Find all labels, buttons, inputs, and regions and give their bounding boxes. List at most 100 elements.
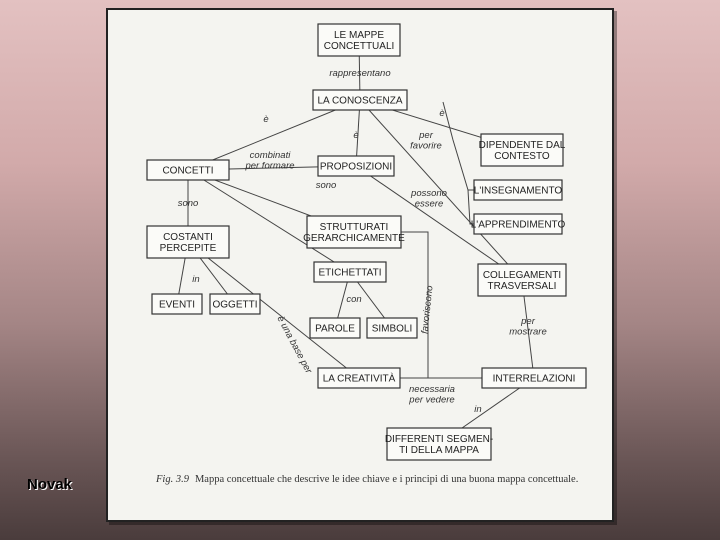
link-label-line: rappresentano xyxy=(329,68,390,79)
node-insegnamento-box xyxy=(473,179,563,201)
edge-conoscenza-concetti xyxy=(187,99,361,171)
edge-strutturati-creativita xyxy=(400,231,429,379)
link-label-line: è xyxy=(353,130,358,141)
node-concetti: CONCETTI xyxy=(146,159,230,181)
edge-apprendimento-trunk xyxy=(467,189,474,225)
node-strutturati-box xyxy=(306,215,402,249)
node-oggetti-box xyxy=(209,293,261,315)
figure-caption: Fig. 3.9 Mappa concettuale che descrive l… xyxy=(156,474,596,487)
link-label-line: per formare xyxy=(244,161,294,172)
edge-concetti-etichettati xyxy=(187,169,351,273)
link-label-e-mid: è xyxy=(353,130,358,141)
node-eventi-box xyxy=(151,293,203,315)
link-label-line: è una base per xyxy=(274,314,314,376)
node-creativita-text: LA CREATIVITÀ xyxy=(323,372,396,385)
node-mappe-text: LE MAPPE xyxy=(334,30,384,41)
link-label-line: necessaria xyxy=(409,384,455,395)
node-collegamenti-text: TRASVERSALI xyxy=(488,281,557,292)
node-simboli-text: SIMBOLI xyxy=(372,324,413,335)
node-proposizioni-text: PROPOSIZIONI xyxy=(320,162,392,173)
node-insegnamento: L'INSEGNAMENTO xyxy=(473,179,563,201)
link-label-sono-top: sono xyxy=(316,180,337,191)
node-differenti: DIFFERENTI SEGMEN-TI DELLA MAPPA xyxy=(385,427,493,461)
link-label-rappresentano: rappresentano xyxy=(329,68,390,79)
node-insegnamento-text: L'INSEGNAMENTO xyxy=(474,186,563,197)
link-label-line: è xyxy=(263,114,268,125)
node-concetti-box xyxy=(146,159,230,181)
node-costanti-text: PERCEPITE xyxy=(160,243,217,254)
edge-insegnamento-trunk xyxy=(442,101,474,191)
link-label-e-right: è xyxy=(439,108,444,119)
edge-conoscenza-proposizioni xyxy=(355,99,361,167)
node-parole-text: PAROLE xyxy=(315,324,355,335)
link-label-line: in xyxy=(474,404,481,415)
link-label-line: in xyxy=(192,274,199,285)
node-eventi: EVENTI xyxy=(151,293,203,315)
node-collegamenti-text: COLLEGAMENTI xyxy=(483,270,561,281)
node-creativita: LA CREATIVITÀ xyxy=(317,367,401,389)
link-label-line: per xyxy=(520,316,536,327)
edge-costanti-creativita xyxy=(187,241,360,379)
link-label-line: sono xyxy=(178,198,199,209)
node-creativita-box xyxy=(317,367,401,389)
link-label-line: combinati xyxy=(250,150,292,161)
link-label-line: è xyxy=(439,108,444,119)
node-dipendente-box xyxy=(480,133,564,167)
link-label-line: con xyxy=(346,294,361,305)
link-label-e-left: è xyxy=(263,114,268,125)
node-oggetti-text: OGGETTI xyxy=(213,300,258,311)
link-label-base: è una base per xyxy=(274,314,314,376)
edge-proposizioni-collegamenti xyxy=(355,165,523,281)
node-differenti-text: DIFFERENTI SEGMEN- xyxy=(385,434,493,445)
link-label-line: favorire xyxy=(410,141,442,152)
node-simboli-box xyxy=(366,317,418,339)
link-label-line: per vedere xyxy=(408,395,454,406)
node-interrelazioni-box xyxy=(481,367,587,389)
node-collegamenti-box xyxy=(477,263,567,297)
figure-number: Fig. 3.9 xyxy=(156,474,189,485)
node-conoscenza-text: LA CONOSCENZA xyxy=(317,96,402,107)
edge-conoscenza-collegamenti xyxy=(359,99,523,281)
node-differenti-text: TI DELLA MAPPA xyxy=(399,445,479,456)
node-conoscenza-box xyxy=(312,89,408,111)
node-costanti-text: COSTANTI xyxy=(163,232,213,243)
link-label-line: possono xyxy=(410,188,447,199)
node-eventi-text: EVENTI xyxy=(159,300,195,311)
node-etichettati-text: ETICHETTATI xyxy=(319,268,382,279)
caption-text: Mappa concettuale che descrive le idee c… xyxy=(194,474,579,485)
slide-credit-label: Novak xyxy=(27,476,73,493)
node-etichettati-box xyxy=(313,261,387,283)
node-simboli: SIMBOLI xyxy=(366,317,418,339)
node-differenti-box xyxy=(386,427,492,461)
node-apprendimento-box xyxy=(473,213,563,235)
node-costanti-box xyxy=(146,225,230,259)
link-label-con: con xyxy=(346,294,361,305)
node-mappe-text: CONCETTUALI xyxy=(324,41,395,52)
node-concetti-text: CONCETTI xyxy=(162,166,213,177)
node-interrelazioni-text: INTERRELAZIONI xyxy=(493,374,576,385)
node-apprendimento: L'APPRENDIMENTO xyxy=(471,213,566,235)
node-interrelazioni: INTERRELAZIONI xyxy=(481,367,587,389)
link-label-favoriscono: favoriscono xyxy=(420,285,436,334)
link-label-sono-left: sono xyxy=(178,198,199,209)
node-dipendente-text: CONTESTO xyxy=(494,151,550,162)
node-mappe-box xyxy=(317,23,401,57)
node-apprendimento-text: L'APPRENDIMENTO xyxy=(471,220,566,231)
node-etichettati: ETICHETTATI xyxy=(313,261,387,283)
link-label-line: sono xyxy=(316,180,337,191)
node-dipendente-text: DIPENDENTE DAL xyxy=(479,140,566,151)
link-label-in-right: in xyxy=(474,404,481,415)
node-proposizioni: PROPOSIZIONI xyxy=(317,155,395,177)
link-label-line: essere xyxy=(415,199,444,210)
node-strutturati-text: GERARCHICAMENTE xyxy=(303,233,405,244)
